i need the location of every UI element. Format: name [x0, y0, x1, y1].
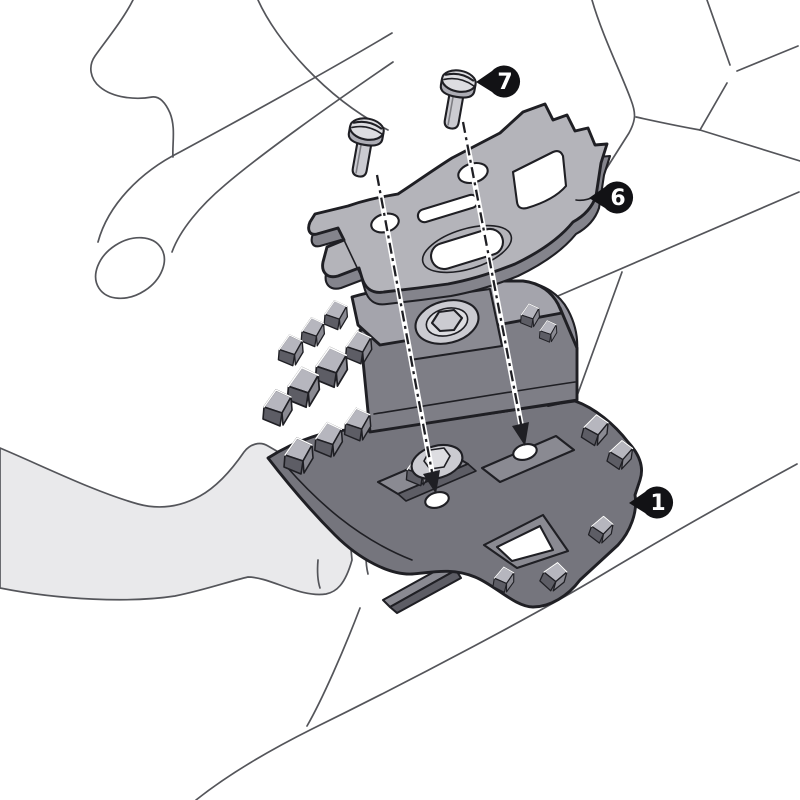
- plate-window: [511, 150, 568, 210]
- frame-line-right: [529, 191, 800, 309]
- subframe-line-f: [699, 129, 800, 162]
- frame-tube-lower-edge: [171, 61, 394, 253]
- frame-tube-end: [94, 236, 166, 300]
- footpeg-hole-right: [512, 443, 538, 461]
- platform-rim-line: [285, 465, 413, 561]
- platform-opening: [495, 524, 555, 563]
- callout-7: 7: [476, 65, 521, 98]
- frame-line-behind-peg: [576, 271, 623, 397]
- callout-6-balloon: [589, 181, 634, 214]
- screw-right: [432, 66, 479, 133]
- callout-1-number: 1: [650, 491, 665, 516]
- frame-line-branch: [306, 607, 361, 727]
- adapter-plate: [307, 102, 612, 306]
- axis-left-arrowhead: [423, 470, 440, 494]
- frame-line-bottom: [195, 463, 798, 800]
- subframe-line-e: [635, 116, 701, 131]
- blade-front: [388, 568, 463, 615]
- screw-left: [340, 114, 387, 181]
- boss-front-groove: [373, 381, 576, 415]
- footpeg-hole-left: [424, 491, 450, 509]
- subframe-line-b: [706, 0, 731, 66]
- subframe-line-a: [569, 0, 636, 227]
- callout-6: 6: [589, 181, 634, 214]
- assembly-axes: [374, 121, 529, 494]
- axis-right: [461, 121, 523, 425]
- callout-1: 1: [629, 486, 674, 519]
- callout-6-number: 6: [610, 186, 625, 211]
- axis-left: [375, 174, 434, 473]
- frame-fork-curve: [90, 0, 175, 158]
- subframe-line-c: [736, 45, 799, 72]
- plate-claw-line: [343, 239, 363, 279]
- subframe-line-d: [699, 82, 728, 131]
- callout-7-balloon: [476, 65, 521, 98]
- frame-tube-upper-edge: [97, 32, 393, 243]
- pedal-crease-1: [316, 559, 321, 589]
- callout-7-number: 7: [497, 70, 512, 95]
- plate-oval-rim: [421, 224, 513, 274]
- footpeg: [262, 279, 643, 615]
- hex-bolt-head: [430, 308, 464, 333]
- axis-right-arrowhead: [512, 422, 529, 446]
- callout-1-balloon: [629, 486, 674, 519]
